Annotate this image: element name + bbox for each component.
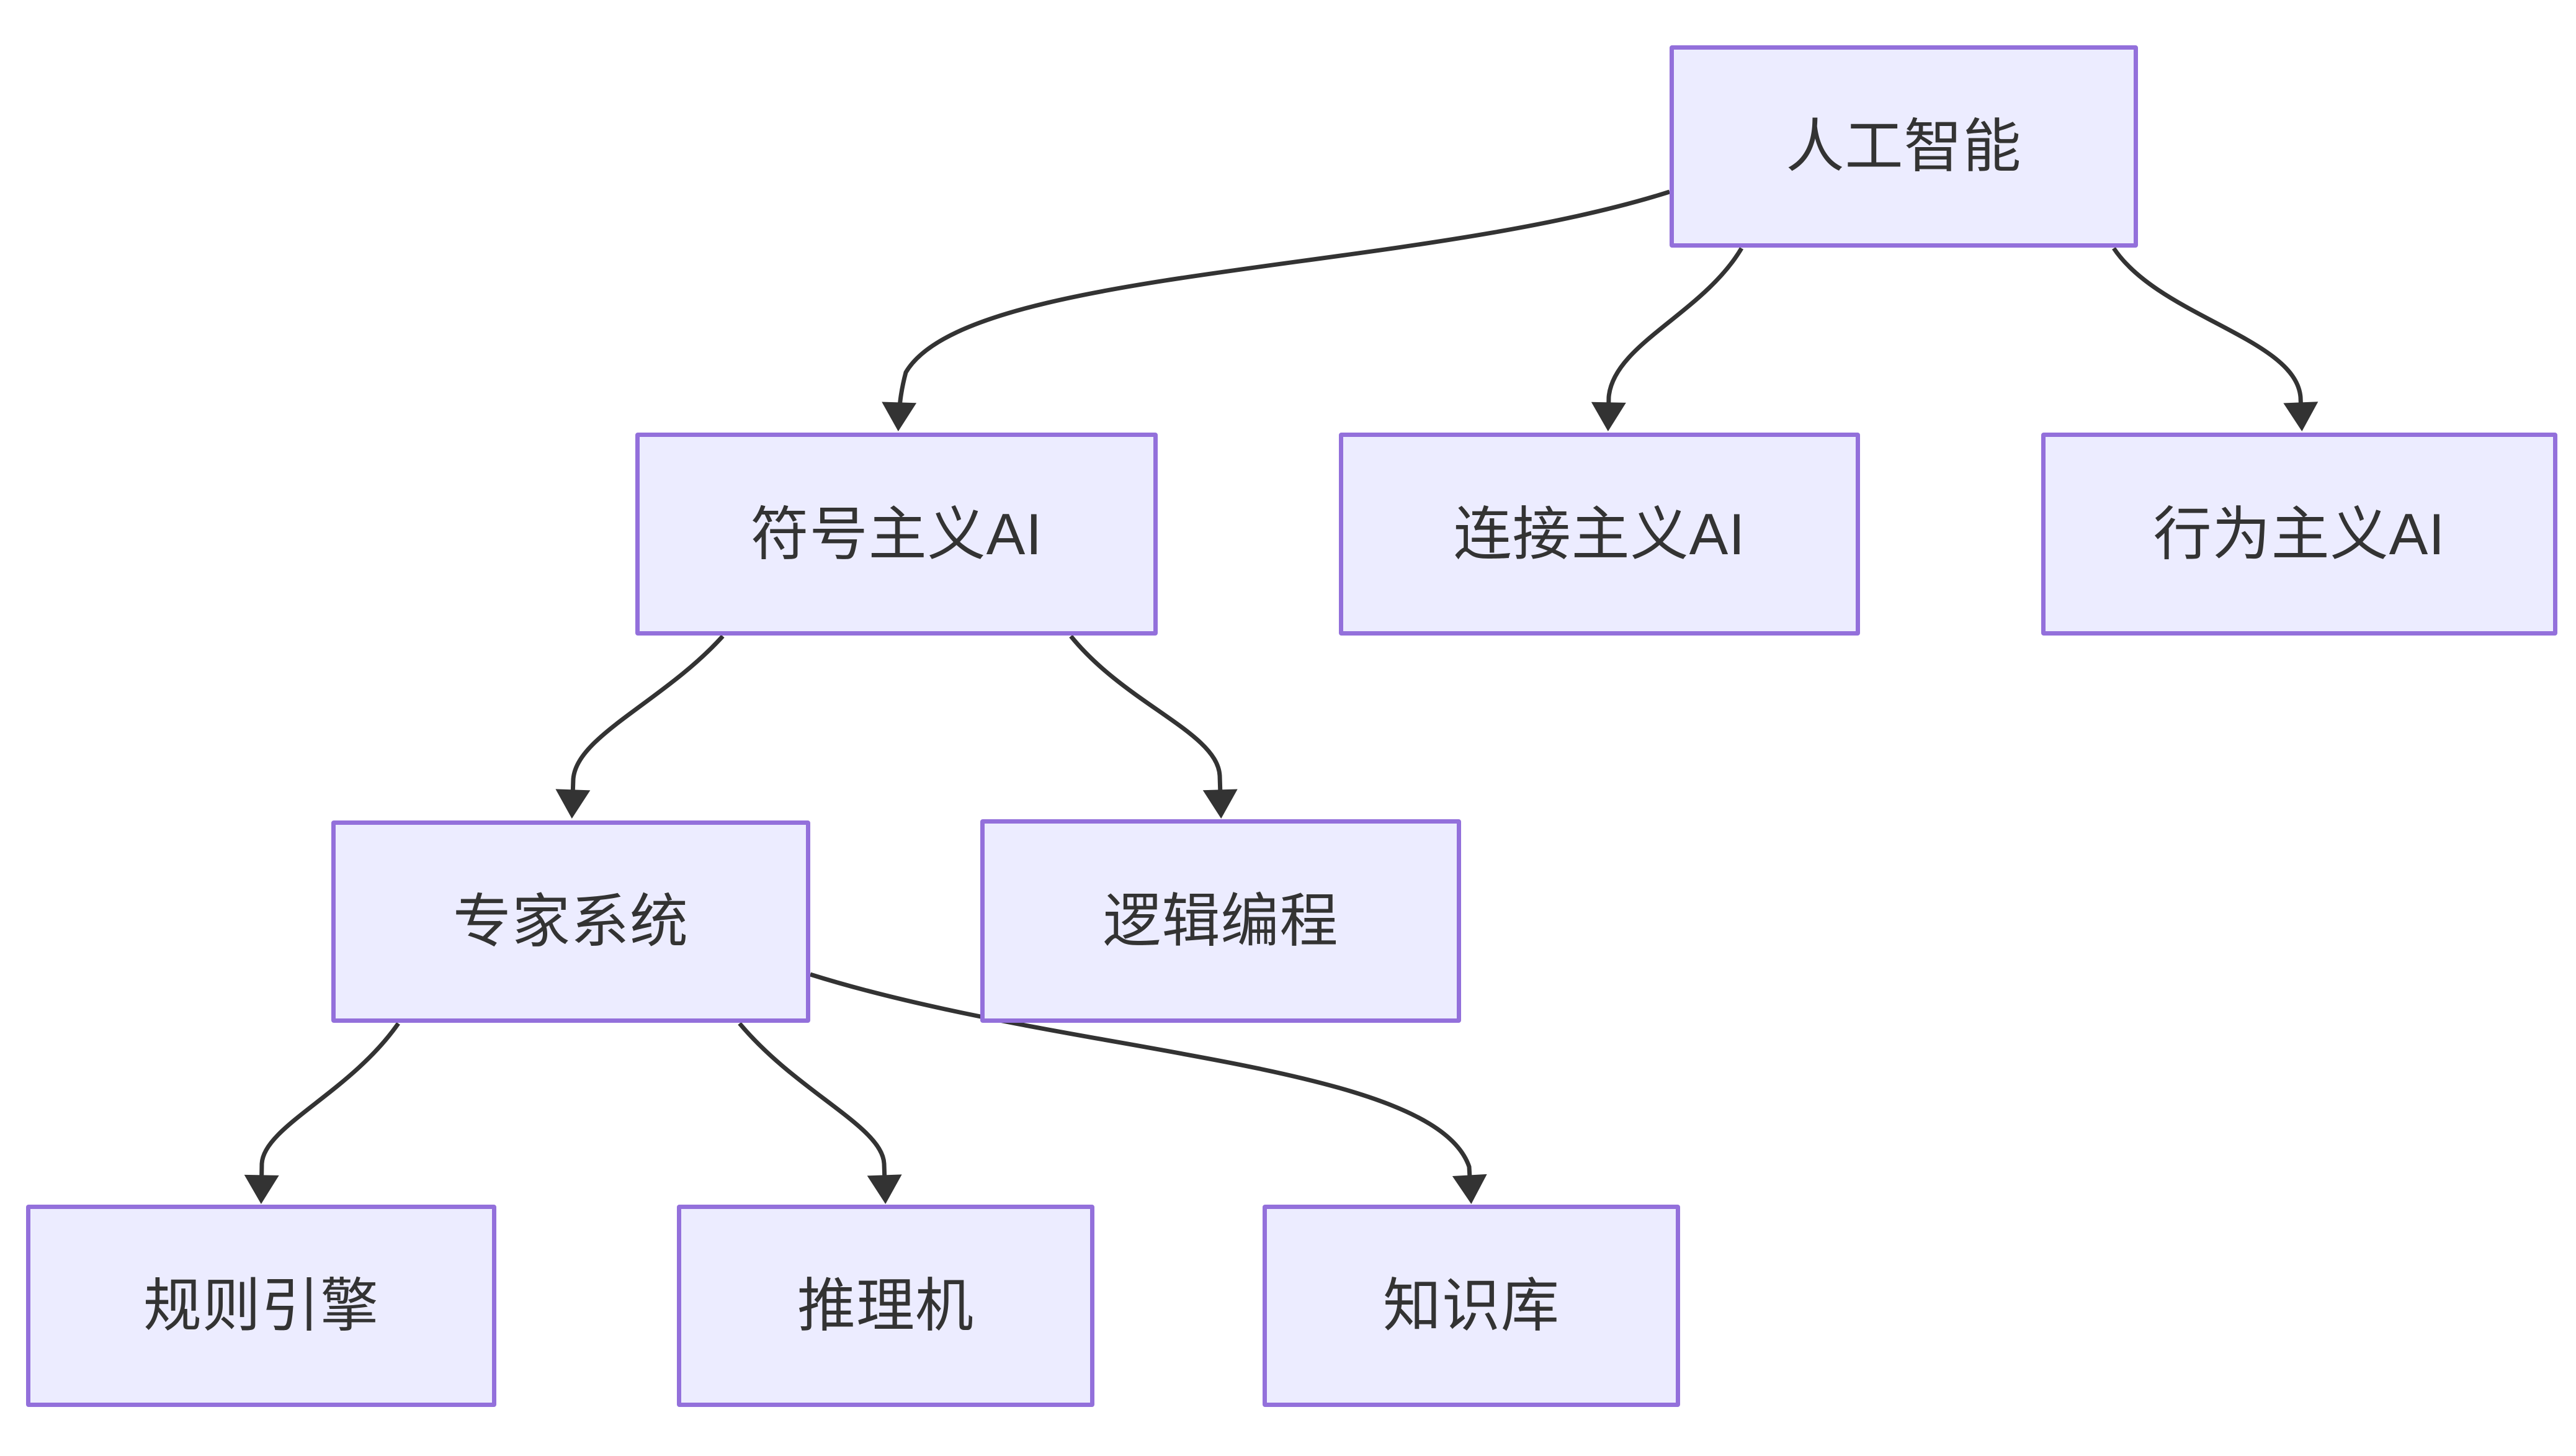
edge-ai-to-symbolic xyxy=(882,189,1671,431)
node-inference-engine: 推理机 xyxy=(677,1205,1094,1407)
edge-symbolic-to-logic xyxy=(1069,634,1238,819)
node-connectionist-ai: 连接主义AI xyxy=(1339,433,1860,636)
node-label: 知识库 xyxy=(1382,1273,1560,1338)
edge-expert-to-knowledge xyxy=(809,972,1487,1204)
node-artificial-intelligence: 人工智能 xyxy=(1670,45,2138,248)
node-label: 人工智能 xyxy=(1786,114,2022,179)
edge-symbolic-to-expert xyxy=(555,634,725,819)
node-label: 专家系统 xyxy=(452,889,689,954)
edge-ai-to-behaviorist xyxy=(2112,247,2319,431)
node-logic-programming: 逻辑编程 xyxy=(980,819,1461,1023)
edge-expert-to-inference xyxy=(738,1022,902,1204)
edge-expert-to-rule xyxy=(244,1022,400,1204)
node-label: 连接主义AI xyxy=(1453,501,1746,567)
node-label: 行为主义AI xyxy=(2153,501,2446,567)
node-behaviorist-ai: 行为主义AI xyxy=(2041,433,2557,636)
node-expert-system: 专家系统 xyxy=(331,820,810,1023)
node-rule-engine: 规则引擎 xyxy=(26,1205,496,1407)
node-knowledge-base: 知识库 xyxy=(1263,1205,1680,1407)
node-label: 规则引擎 xyxy=(143,1273,379,1338)
node-label: 符号主义AI xyxy=(750,501,1043,567)
edge-ai-to-connectionist xyxy=(1591,247,1744,431)
node-label: 推理机 xyxy=(797,1273,974,1338)
node-symbolic-ai: 符号主义AI xyxy=(635,433,1158,636)
node-label: 逻辑编程 xyxy=(1102,888,1339,953)
